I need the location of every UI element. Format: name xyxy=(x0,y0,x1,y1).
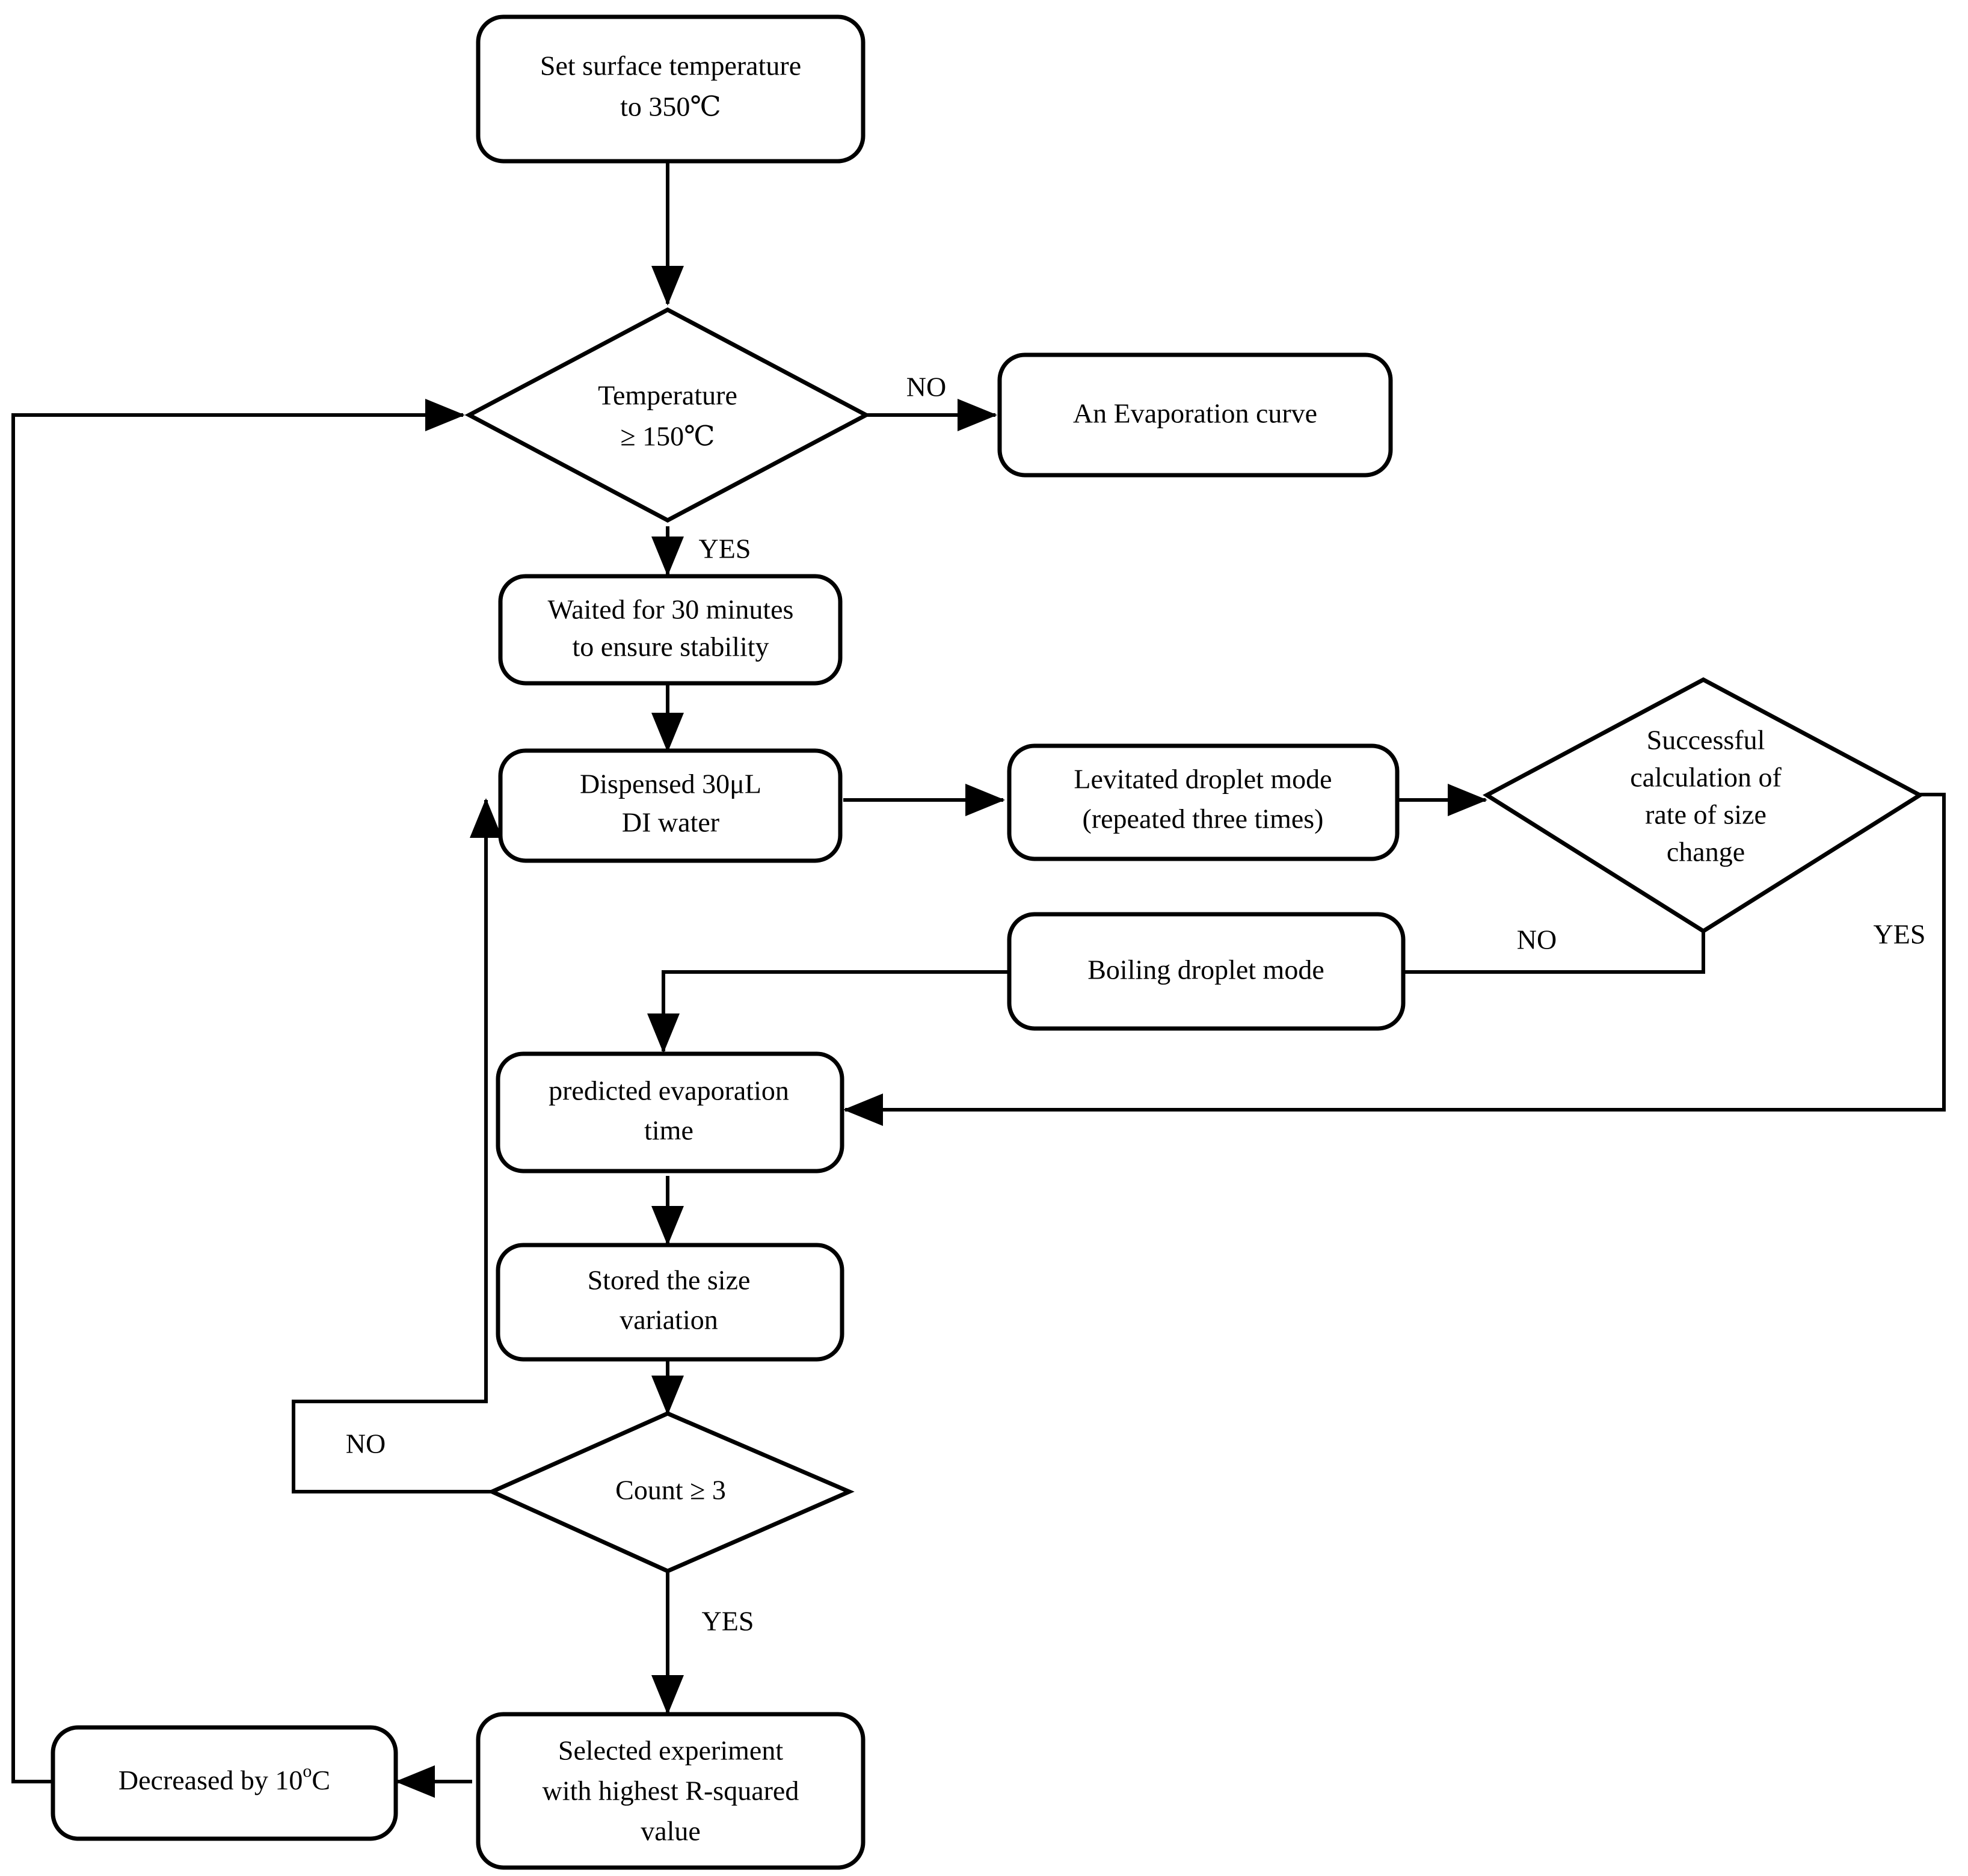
edge-label-temperature-yes: YES xyxy=(699,534,751,564)
node-decreased-temperature[interactable]: Decreased by 10oC xyxy=(51,1725,398,1841)
waited-stability-line1: Waited for 30 minutes xyxy=(548,594,794,625)
node-boiling-mode[interactable]: Boiling droplet mode xyxy=(1007,912,1406,1031)
connector-countcheck-no-to-dispensed xyxy=(292,798,502,1493)
edge-label-calculation-yes: YES xyxy=(1874,919,1926,950)
connector-decreased-to-tempcheck xyxy=(11,399,465,1783)
stored-variation-line2: variation xyxy=(620,1305,718,1335)
node-evaporation-curve[interactable]: An Evaporation curve xyxy=(997,352,1393,478)
evaporation-curve-box xyxy=(997,352,1393,478)
calculation-check-diamond xyxy=(1483,677,1924,934)
edge-label-temperature-no: NO xyxy=(906,372,946,402)
edge-label-calculation-no: NO xyxy=(1517,924,1557,955)
node-predicted-time[interactable]: predicted evaporation time xyxy=(496,1051,844,1173)
boiling-mode-label: Boiling droplet mode xyxy=(1087,955,1324,985)
node-waited-stability[interactable]: Waited for 30 minutes to ensure stabilit… xyxy=(498,574,843,686)
calculation-check-line4: change xyxy=(1667,837,1745,867)
node-levitated-mode[interactable]: Levitated droplet mode (repeated three t… xyxy=(1007,743,1400,861)
evaporation-curve-label: An Evaporation curve xyxy=(1073,398,1317,429)
set-temperature-line1: Set surface temperature xyxy=(540,51,801,81)
levitated-mode-line1: Levitated droplet mode xyxy=(1074,764,1332,795)
decreased-superscript: o xyxy=(303,1761,312,1781)
temperature-check-line2: ≥ 150℃ xyxy=(620,421,715,452)
stored-variation-line1: Stored the size xyxy=(588,1265,751,1296)
temperature-check-line1: Temperature xyxy=(598,380,737,411)
levitated-mode-box xyxy=(1007,743,1400,861)
node-dispensed-water[interactable]: Dispensed 30μL DI water xyxy=(498,748,843,863)
calculation-check-line3: rate of size xyxy=(1645,799,1767,830)
predicted-time-line2: time xyxy=(644,1115,693,1146)
set-temperature-line2: to 350℃ xyxy=(620,91,721,122)
node-selected-experiment[interactable]: Selected experiment with highest R-squar… xyxy=(476,1712,866,1870)
boiling-mode-box xyxy=(1007,912,1406,1031)
temperature-check-diamond xyxy=(464,307,871,523)
stored-variation-box xyxy=(496,1243,844,1362)
dispensed-water-line1: Dispensed 30μL xyxy=(580,769,761,799)
edge-label-count-no: NO xyxy=(346,1429,386,1459)
node-stored-variation[interactable]: Stored the size variation xyxy=(496,1243,844,1362)
predicted-time-line1: predicted evaporation xyxy=(549,1075,789,1106)
node-calculation-check[interactable]: Successful calculation of rate of size c… xyxy=(1483,677,1924,934)
selected-experiment-line1: Selected experiment xyxy=(558,1735,783,1766)
waited-stability-box xyxy=(498,574,843,686)
calculation-check-line2: calculation of xyxy=(1630,762,1782,793)
dispensed-water-line2: DI water xyxy=(622,807,719,838)
predicted-time-box xyxy=(496,1051,844,1173)
selected-experiment-box xyxy=(476,1712,866,1870)
decreased-suffix: C xyxy=(312,1765,330,1795)
node-temperature-check[interactable]: Temperature ≥ 150℃ xyxy=(464,307,871,523)
edge-label-count-yes: YES xyxy=(702,1606,754,1637)
calculation-check-line1: Successful xyxy=(1647,725,1765,755)
selected-experiment-line2: with highest R-squared xyxy=(543,1776,799,1806)
count-check-label: Count ≥ 3 xyxy=(615,1475,726,1505)
dispensed-water-box xyxy=(498,748,843,863)
connector-boiling-to-predictedtime xyxy=(647,970,1009,1053)
count-check-diamond xyxy=(487,1411,855,1573)
set-temperature-box xyxy=(476,14,866,164)
connector-calccheck-no-to-boiling xyxy=(1404,932,1705,974)
connector-calccheck-yes-to-predictedtime xyxy=(843,793,1946,1126)
decreased-temperature-box xyxy=(51,1725,398,1841)
node-set-temperature[interactable]: Set surface temperature to 350℃ xyxy=(476,14,866,164)
waited-stability-line2: to ensure stability xyxy=(572,632,769,662)
node-count-check[interactable]: Count ≥ 3 xyxy=(487,1411,855,1573)
decreased-prefix: Decreased by 10 xyxy=(118,1765,303,1795)
selected-experiment-line3: value xyxy=(641,1816,701,1847)
decreased-temperature-label: Decreased by 10oC xyxy=(118,1761,330,1795)
levitated-mode-line2: (repeated three times) xyxy=(1083,804,1324,834)
